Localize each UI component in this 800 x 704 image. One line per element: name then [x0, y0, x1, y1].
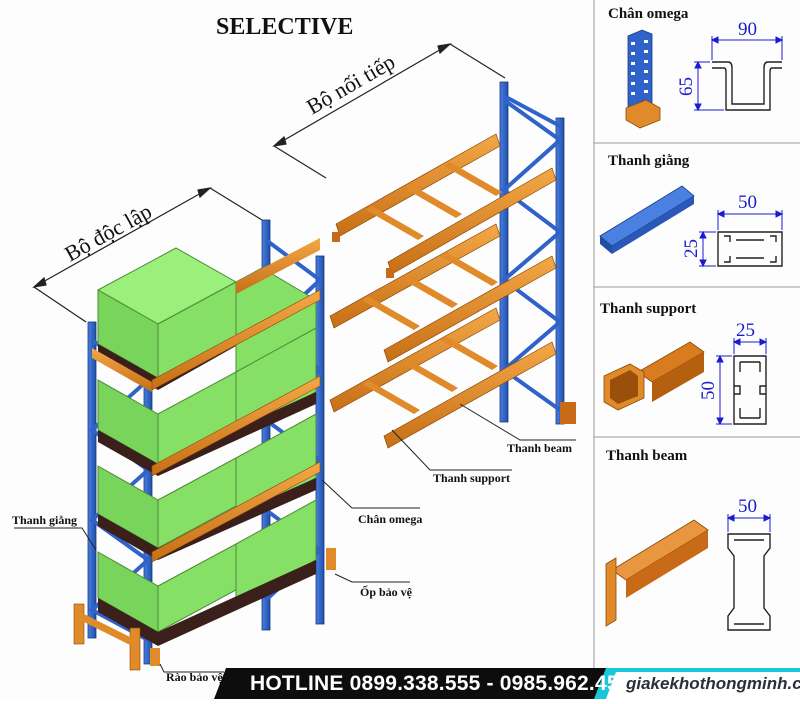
dimension-arrow-bo-doc-lap — [32, 187, 263, 323]
dim-lines — [699, 210, 784, 268]
omega-upright-illustration — [625, 29, 661, 129]
callout-thanh-support: Thanh support — [433, 471, 510, 485]
dim-lines — [716, 338, 768, 426]
footer-hotline: HOTLINE 0899.338.555 - 0985.962.451 — [250, 672, 631, 695]
dim-width: 90 — [738, 19, 757, 40]
callout-lines — [14, 403, 576, 673]
dim-height: 50 — [698, 381, 719, 400]
dim-width: 50 — [738, 192, 757, 213]
panel-title: Thanh giằng — [608, 153, 690, 169]
panel-thanh-beam: Thanh beam 50 — [605, 448, 772, 631]
beam-level — [329, 223, 557, 363]
label-bo-doc-lap: Bộ độc lập — [60, 198, 155, 266]
callout-rao-bao-ve: Rào bảo vệ — [166, 670, 223, 684]
panel-thanh-giang: Thanh giằng 50 25 — [599, 153, 784, 268]
pallet-load — [97, 499, 317, 646]
brace-profile-drawing — [717, 231, 783, 267]
pallet-load — [97, 327, 317, 476]
footer-band — [214, 668, 800, 699]
dim-lines — [726, 514, 772, 532]
panel-thanh-support: Thanh support 25 50 — [600, 301, 768, 426]
rack-bo-noi-tiep — [329, 81, 576, 449]
beam-illustration — [605, 519, 709, 627]
beam-profile-drawing — [727, 533, 771, 631]
beam-level — [335, 133, 557, 275]
support-profile-drawing — [733, 355, 767, 425]
dimension-arrow-bo-noi-tiep — [272, 43, 506, 179]
panel-chan-omega: Chân omega 90 65 — [608, 6, 784, 129]
label-bo-noi-tiep: Bộ nối tiếp — [302, 49, 399, 120]
dim-height: 25 — [681, 239, 702, 258]
dim-width: 25 — [736, 320, 755, 341]
detail-panels — [593, 0, 800, 668]
support-illustration — [603, 341, 705, 411]
footer-website[interactable]: giakekhothongminh.com — [626, 674, 800, 693]
pallet-load — [97, 413, 317, 560]
omega-profile-drawing — [712, 61, 782, 111]
dim-height: 65 — [676, 77, 697, 96]
rack-bo-doc-lap — [73, 219, 336, 671]
callout-chan-omega: Chân omega — [358, 512, 422, 526]
brace-illustration — [599, 185, 695, 254]
callout-thanh-beam: Thanh beam — [507, 441, 572, 455]
callout-thanh-giang: Thanh giằng — [12, 513, 77, 527]
beam-level — [329, 307, 557, 449]
rao-bao-ve-guard — [73, 548, 336, 671]
panel-title: Chân omega — [608, 6, 689, 22]
dim-width: 50 — [738, 496, 757, 517]
diagram-title: SELECTIVE — [216, 14, 353, 40]
dim-lines — [694, 36, 784, 112]
callout-op-bao-ve: Ốp bảo vệ — [360, 584, 413, 599]
panel-title: Thanh beam — [606, 448, 688, 464]
panel-title: Thanh support — [600, 301, 696, 317]
